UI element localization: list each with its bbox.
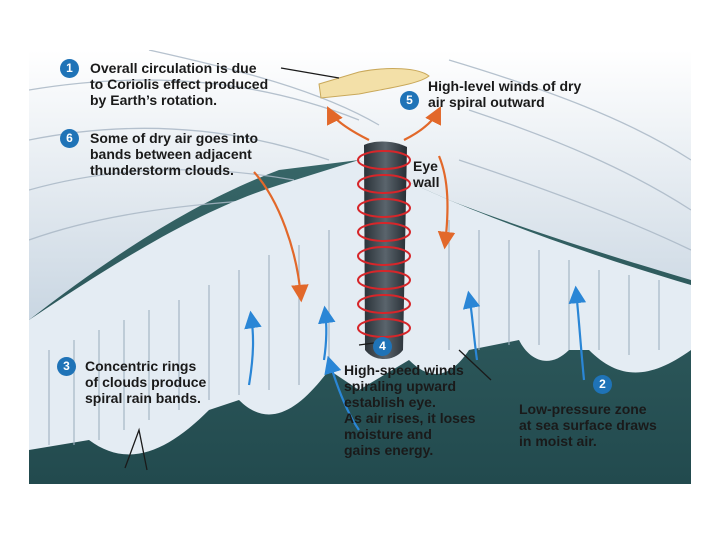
step-label-4: High-speed winds spiraling upward establ… (344, 362, 476, 458)
hurricane-diagram: 1 Overall circulation is due to Coriolis… (29, 50, 691, 484)
step-badge-1: 1 (60, 59, 79, 78)
step-badge-6: 6 (60, 129, 79, 148)
step-badge-3: 3 (57, 357, 76, 376)
step-badge-2: 2 (593, 375, 612, 394)
step-label-3: Concentric rings of clouds produce spira… (85, 358, 206, 406)
step-badge-4: 4 (373, 337, 392, 356)
step-label-1: Overall circulation is due to Coriolis e… (90, 60, 268, 108)
step-label-6: Some of dry air goes into bands between … (90, 130, 258, 178)
eye-wall-label: Eye wall (413, 158, 439, 190)
step-badge-5: 5 (400, 91, 419, 110)
step-label-2: Low-pressure zone at sea surface draws i… (519, 401, 657, 449)
step-label-5: High-level winds of dry air spiral outwa… (428, 78, 581, 110)
